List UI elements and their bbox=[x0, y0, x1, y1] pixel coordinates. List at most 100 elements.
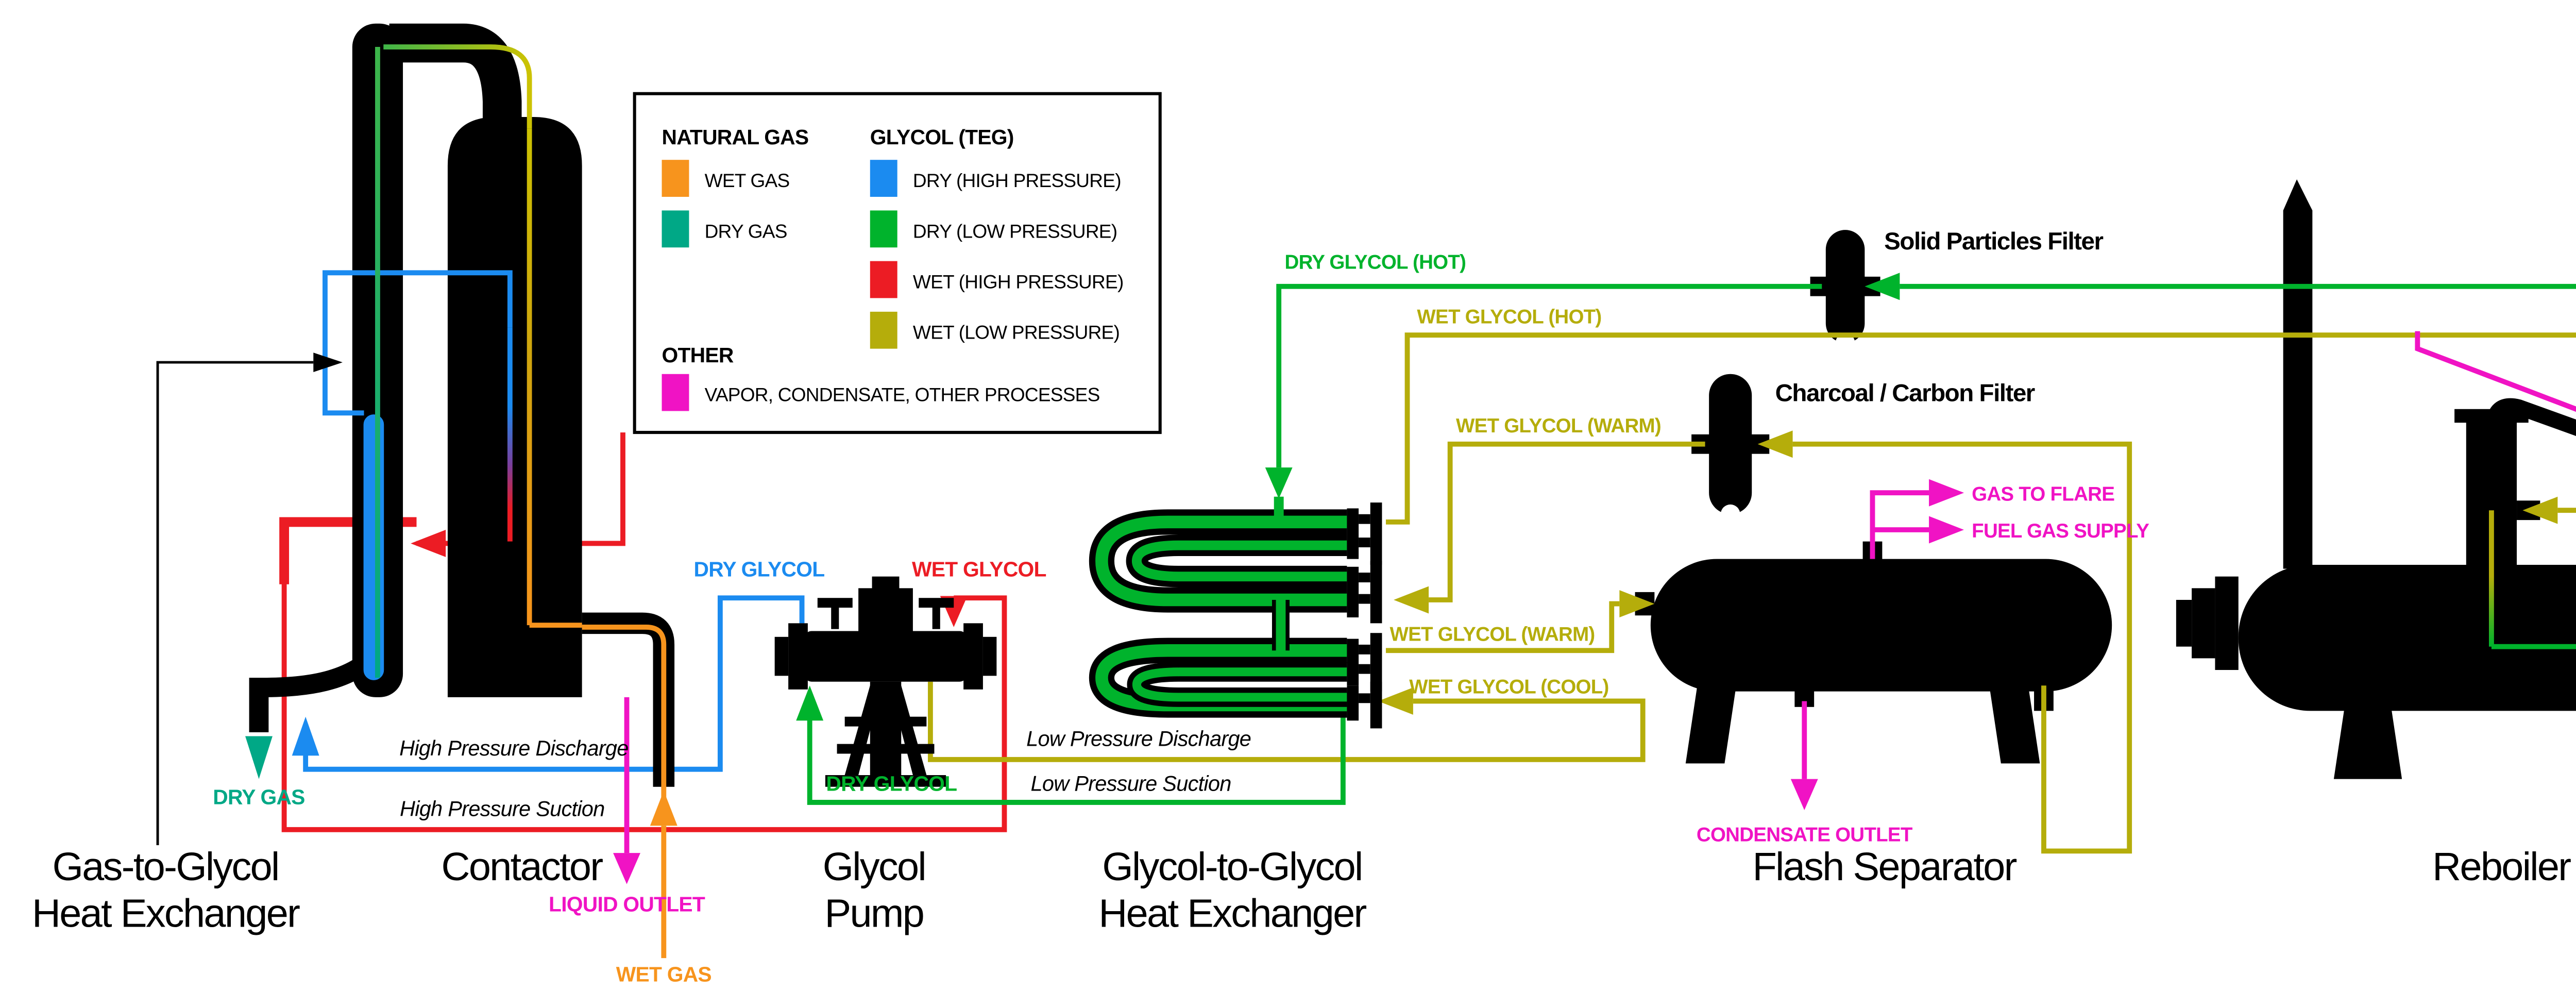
reboiler-leg-left bbox=[2333, 701, 2402, 779]
separator-leg-left bbox=[1685, 685, 1737, 764]
gooseneck-pipe bbox=[389, 23, 522, 125]
charcoal-carbon-filter-label: Charcoal / Carbon Filter bbox=[1775, 380, 2035, 407]
particles-filter-notch bbox=[1835, 333, 1855, 353]
wet-glycol-warm-lower-label: WET GLYCOL (WARM) bbox=[1390, 623, 1595, 645]
condensate-arrow-icon bbox=[1790, 779, 1818, 811]
exchanger-blue-tube bbox=[360, 411, 387, 683]
high-pressure-suction-label: High Pressure Suction bbox=[400, 796, 605, 820]
title-reboiler: Reboiler bbox=[2432, 845, 2571, 889]
dry-gas-label: DRY GAS bbox=[213, 785, 304, 809]
wet-glycol-hot-line bbox=[1385, 332, 2576, 525]
legend-item-label: VAPOR, CONDENSATE, OTHER PROCESSES bbox=[705, 384, 1100, 406]
wet-glycol-cool-arrow-icon bbox=[1378, 687, 1413, 715]
solid-particles-filter bbox=[1810, 230, 1880, 353]
pump-top-cap bbox=[872, 576, 900, 592]
high-pressure-discharge-label: High Pressure Discharge bbox=[399, 736, 628, 760]
high-pressure-suction-line bbox=[281, 576, 1007, 832]
separator-gas-lines bbox=[1870, 490, 1929, 559]
legend-item-label: DRY (HIGH PRESSURE) bbox=[913, 170, 1121, 191]
dry-glycol-up-arrow-icon bbox=[292, 716, 319, 756]
wet-glycol-warm-return-line bbox=[1429, 441, 1705, 602]
legend-swatch-dry-hp bbox=[870, 160, 897, 197]
dry-glycol-into-pump-arrow-icon bbox=[796, 685, 824, 721]
legend-swatch-dry-lp bbox=[870, 210, 897, 248]
title-contactor: Contactor bbox=[442, 845, 603, 889]
pump-rung-2 bbox=[837, 744, 935, 754]
title-glycol-to-glycol-line1: Glycol-to-Glycol bbox=[1102, 845, 1362, 889]
exchanger-callout-arrow-icon bbox=[313, 353, 343, 372]
title-gas-to-glycol-line2: Heat Exchanger bbox=[32, 892, 300, 936]
legend-swatch-dry-gas bbox=[662, 210, 689, 248]
wet-glycol-hot-arrow-icon bbox=[2522, 496, 2558, 524]
pump-body bbox=[804, 631, 968, 682]
title-flash-separator: Flash Separator bbox=[1753, 845, 2017, 889]
low-pressure-suction-label: Low Pressure Suction bbox=[1031, 771, 1231, 795]
legend-swatch-wet-hp bbox=[870, 261, 897, 298]
legend-item-label: WET GAS bbox=[705, 170, 790, 191]
dry-glycol-into-contactor-line bbox=[323, 270, 513, 416]
dry-glycol-hot-label: DRY GLYCOL (HOT) bbox=[1285, 251, 1466, 274]
particles-filter-body bbox=[1825, 230, 1865, 343]
legend-item-label: WET (HIGH PRESSURE) bbox=[913, 271, 1124, 293]
water-vapor-line bbox=[2415, 331, 2576, 412]
wet-glycol-hot-label: WET GLYCOL (HOT) bbox=[1417, 306, 1601, 328]
reboiler-stack bbox=[2283, 179, 2313, 569]
wet-gas-label: WET GAS bbox=[616, 963, 711, 986]
wet-glycol-red-label: WET GLYCOL bbox=[912, 558, 1046, 581]
title-glycol-pump-line1: Glycol bbox=[823, 845, 925, 889]
title-glycol-pump-line2: Pump bbox=[824, 892, 923, 936]
gooseneck-gas-line bbox=[383, 44, 532, 129]
high-pressure-discharge-line bbox=[303, 595, 805, 772]
coil-bottom-outer bbox=[1095, 644, 1347, 712]
reboiler-burner-flange-2 bbox=[2192, 588, 2215, 659]
liquid-outlet-arrow-icon bbox=[613, 853, 640, 884]
liquid-outlet-label: LIQUID OUTLET bbox=[549, 893, 705, 916]
wet-glycol-warm-to-filter-line bbox=[1792, 441, 2132, 854]
fuel-gas-supply-label: FUEL GAS SUPPLY bbox=[1972, 520, 2149, 542]
into-coil-port-b-arrow-icon bbox=[1394, 586, 1429, 614]
legend-swatch-wet-lp bbox=[870, 311, 897, 349]
legend-item-label: WET (LOW PRESSURE) bbox=[913, 322, 1120, 343]
reboiler-vessel bbox=[2238, 565, 2576, 711]
charcoal-carbon-filter bbox=[1691, 374, 1770, 524]
exchanger-callout-line bbox=[156, 361, 314, 846]
low-pressure-suction-line bbox=[807, 701, 1346, 805]
pump-lever-left bbox=[817, 598, 853, 608]
reboiler-burner-nub bbox=[2176, 600, 2192, 647]
legend-swatch-wet-gas bbox=[662, 160, 689, 197]
dry-glycol-green-label: DRY GLYCOL bbox=[826, 771, 957, 795]
separator-leg-right bbox=[1989, 685, 2040, 764]
into-coil-inlet-arrow-icon bbox=[1265, 467, 1293, 499]
coil-top-outer bbox=[1095, 515, 1347, 607]
coil-bottom-inner bbox=[1132, 667, 1347, 702]
low-pressure-discharge-line bbox=[928, 681, 1646, 762]
contactor bbox=[389, 23, 675, 787]
charcoal-filter-body bbox=[1709, 374, 1752, 514]
into-charcoal-filter-arrow-icon bbox=[1757, 430, 1793, 458]
reboiler bbox=[2176, 179, 2576, 779]
pump-flange-right bbox=[963, 623, 983, 690]
legend-header-glycol: GLYCOL (TEG) bbox=[870, 125, 1014, 149]
reboiler-burner-flange-1 bbox=[2215, 576, 2239, 670]
wet-glycol-cool-label: WET GLYCOL (COOL) bbox=[1409, 676, 1608, 698]
wet-glycol-hp-exit-arrow-icon bbox=[411, 530, 446, 557]
contactor-column bbox=[447, 117, 582, 697]
coil-flanges bbox=[1347, 502, 1382, 729]
gas-to-flare-arrow-icon bbox=[1929, 479, 1964, 507]
wet-glycol-warm-upper-label: WET GLYCOL (WARM) bbox=[1456, 415, 1661, 437]
wet-glycol-warm-to-separator-line bbox=[1385, 601, 1620, 653]
title-glycol-to-glycol-line2: Heat Exchanger bbox=[1098, 892, 1366, 936]
fuel-gas-arrow-icon bbox=[1929, 516, 1964, 544]
pump-nub-right bbox=[982, 636, 997, 676]
wet-gas-inlet-pipe bbox=[582, 612, 675, 787]
dry-glycol-hot-to-coil-line bbox=[1276, 283, 1822, 468]
charcoal-filter-notch bbox=[1720, 504, 1740, 524]
legend-swatch-vapor bbox=[662, 374, 689, 411]
pump-rung-1 bbox=[844, 716, 927, 727]
pump-lever-left-stem bbox=[831, 606, 839, 629]
legend-item-label: DRY (LOW PRESSURE) bbox=[913, 220, 1117, 242]
vapor-pipe bbox=[2485, 398, 2576, 437]
title-gas-to-glycol-line1: Gas-to-Glycol bbox=[53, 845, 279, 889]
